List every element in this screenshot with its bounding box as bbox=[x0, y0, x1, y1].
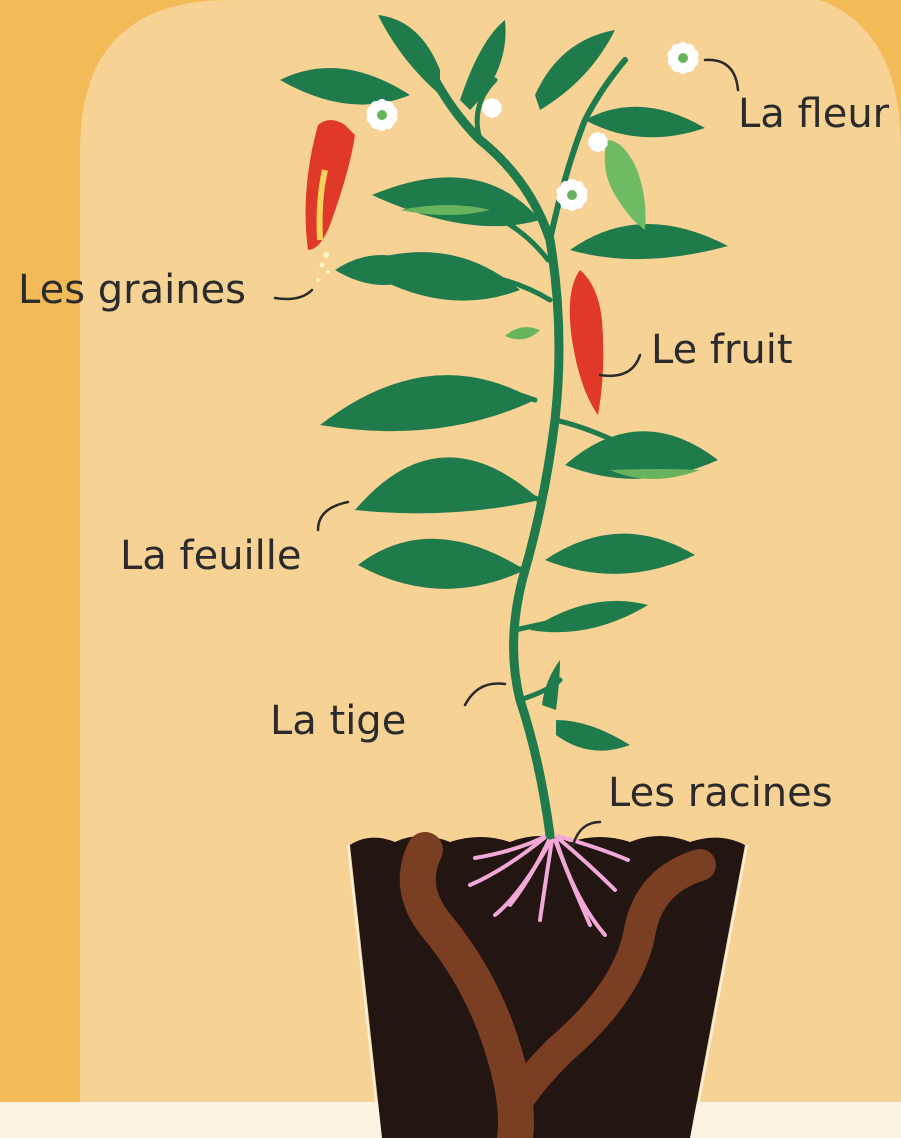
label-stem: La tige bbox=[270, 701, 406, 741]
label-leaf: La feuille bbox=[120, 536, 302, 576]
label-seeds: Les graines bbox=[18, 270, 246, 310]
label-fruit: Le fruit bbox=[651, 330, 793, 370]
label-flower: La fleur bbox=[738, 94, 889, 134]
label-roots: Les racines bbox=[608, 773, 833, 813]
